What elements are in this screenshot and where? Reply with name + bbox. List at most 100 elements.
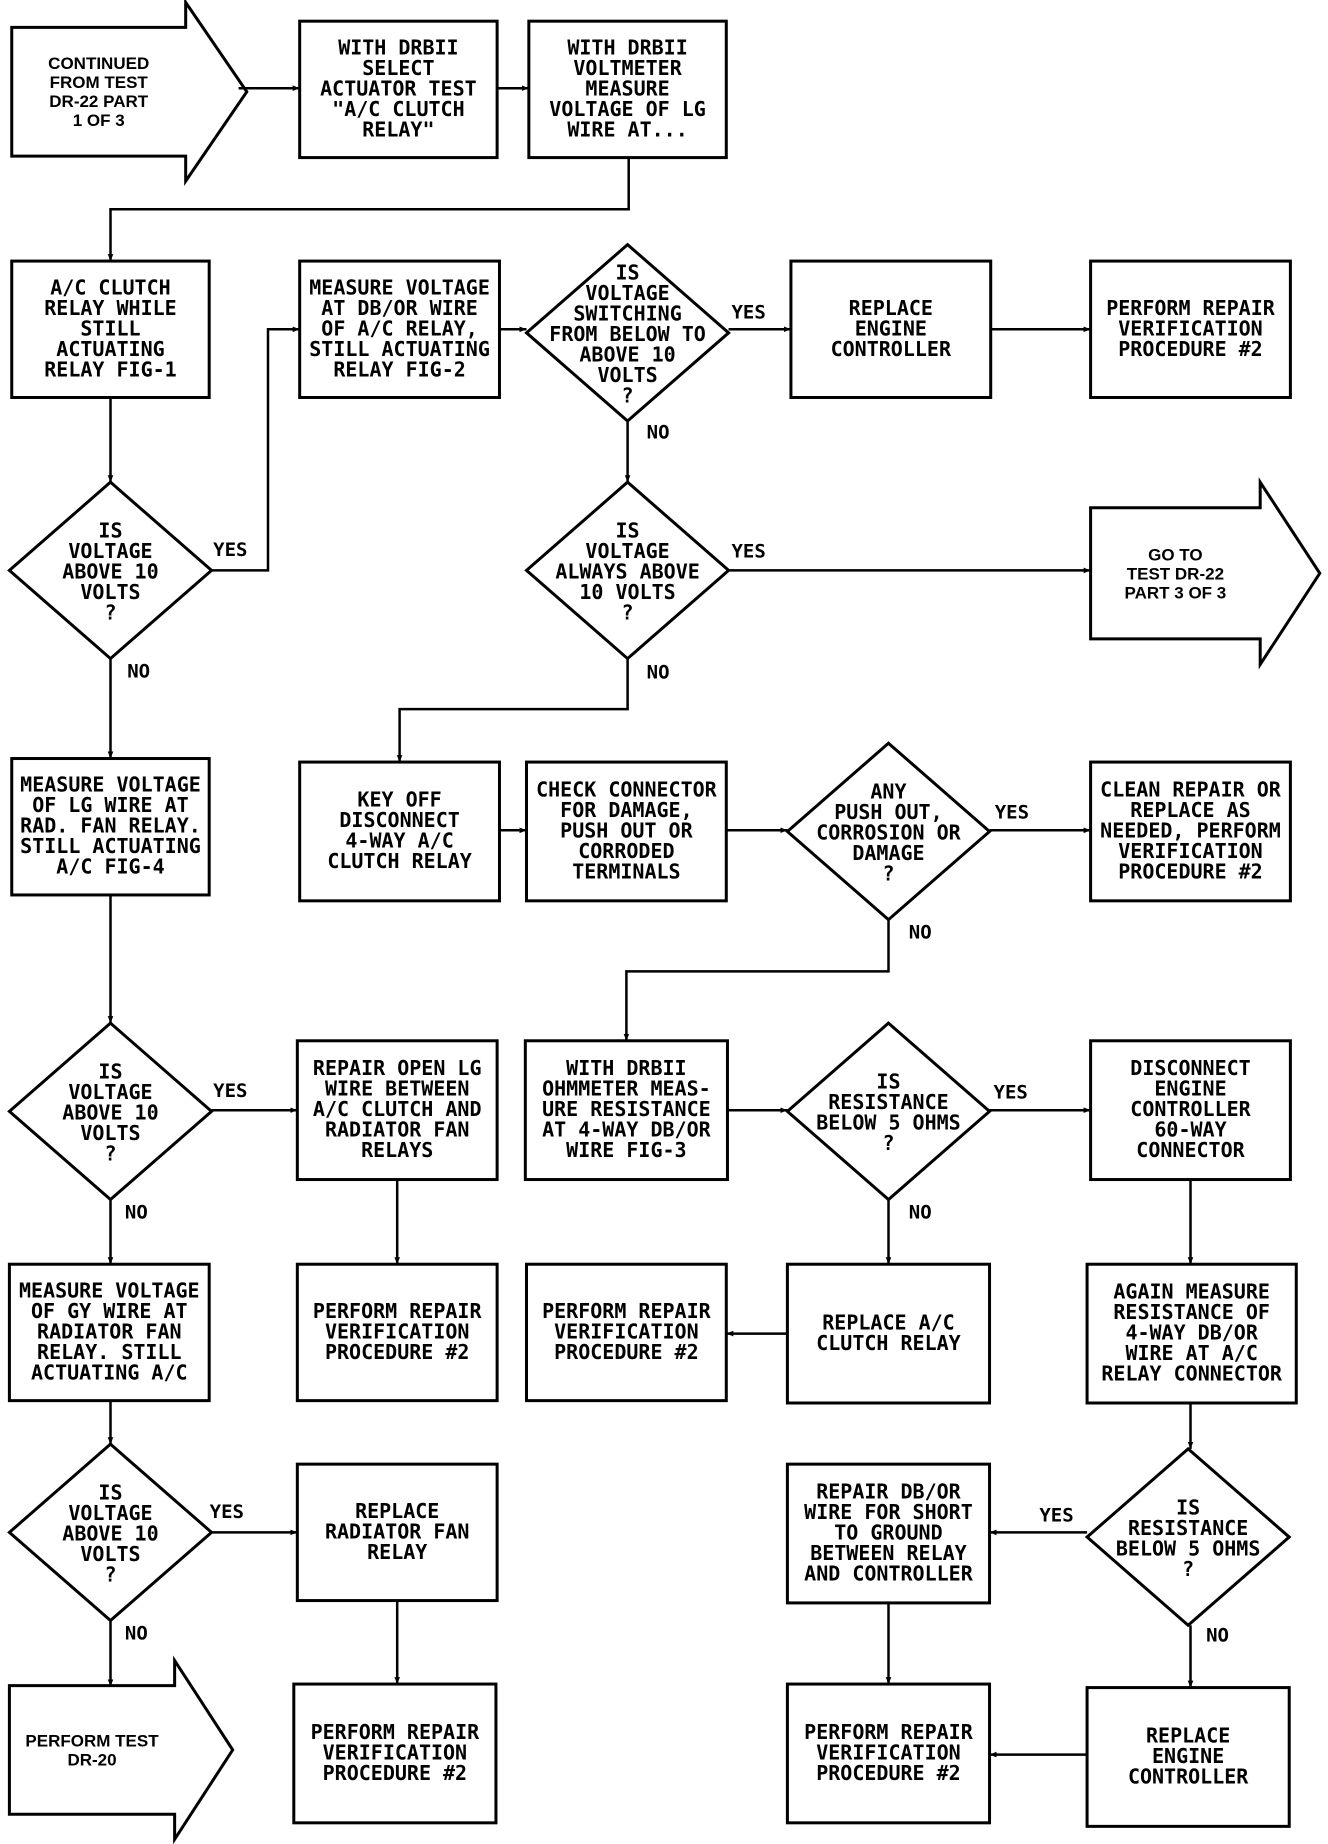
- repair-db-or-short-line: TO GROUND: [834, 1521, 942, 1545]
- key-off-line: CLUTCH RELAY: [327, 849, 472, 873]
- measure-lg-voltage-line: WITH DRBII: [567, 35, 687, 59]
- repair-db-or-short-line: BETWEEN RELAY: [810, 1541, 967, 1565]
- replace-controller-2-outline: [1085, 1686, 1291, 1828]
- repair-verif-4-line: PROCEDURE #2: [323, 1761, 468, 1785]
- replace-controller-1-line: REPLACE: [849, 296, 933, 320]
- repair-db-or-short-line: AND CONTROLLER: [804, 1562, 974, 1586]
- edge-label-no: NO: [909, 921, 932, 943]
- repair-open-lg-line: WIRE BETWEEN: [325, 1077, 470, 1101]
- is-switching-line: VOLTS: [597, 363, 657, 387]
- is-above-10-c-line: VOLTS: [80, 1542, 140, 1566]
- is-resistance-1-line: IS: [876, 1070, 900, 1094]
- repair-verif-2-line: PROCEDURE #2: [325, 1340, 470, 1364]
- is-above-10-b-line: IS: [98, 1059, 122, 1083]
- disconnect-60way-line: CONTROLLER: [1130, 1097, 1251, 1121]
- clean-repair-line: REPLACE AS: [1130, 798, 1250, 822]
- measure-rad-fan-line: RAD. FAN RELAY.: [20, 814, 201, 838]
- perform-dr20-line: DR-20: [67, 1750, 116, 1769]
- is-switching-line: ABOVE 10: [579, 342, 675, 366]
- disconnect-60way-line: DISCONNECT: [1130, 1056, 1250, 1080]
- any-push-out-line: CORROSION OR: [816, 820, 961, 844]
- is-always-above-line: 10 VOLTS: [579, 580, 675, 604]
- is-resistance-2-line: RESISTANCE: [1128, 1516, 1248, 1540]
- replace-rad-fan-outline: [295, 1462, 499, 1603]
- is-resistance-2-outline: [1084, 1446, 1292, 1628]
- repair-verif-3-line: VERIFICATION: [554, 1319, 699, 1343]
- ac-clutch-relay-line: RELAY FIG-1: [44, 357, 176, 381]
- again-measure-line: RELAY CONNECTOR: [1101, 1362, 1283, 1386]
- measure-db-or-line: OF A/C RELAY,: [321, 316, 478, 340]
- measure-lg-voltage-line: VOLTAGE OF LG: [549, 97, 706, 121]
- is-above-10-c-line: ABOVE 10: [62, 1521, 158, 1545]
- is-switching-line: VOLTAGE: [585, 281, 669, 305]
- replace-controller-2-line: CONTROLLER: [1128, 1764, 1249, 1788]
- disconnect-60way-box: DISCONNECTENGINECONTROLLER60-WAYCONNECTO…: [1089, 1039, 1292, 1182]
- measure-db-or-line: RELAY FIG-2: [333, 357, 465, 381]
- repair-verif-4-line: VERIFICATION: [323, 1740, 468, 1764]
- disconnect-60way-line: 60-WAY: [1154, 1118, 1226, 1142]
- clean-repair-line: CLEAN REPAIR OR: [1100, 777, 1282, 801]
- edge-label-yes: YES: [731, 540, 765, 562]
- replace-controller-1-line: CONTROLLER: [831, 337, 952, 361]
- start-line: 1 OF 3: [73, 111, 125, 130]
- measure-gy-line: MEASURE VOLTAGE: [19, 1278, 200, 1302]
- is-above-10-c-line: ?: [104, 1562, 116, 1586]
- is-resistance-2-line: BELOW 5 OHMS: [1116, 1536, 1261, 1560]
- key-off-line: 4-WAY A/C: [345, 829, 453, 853]
- is-switching-line: IS: [616, 260, 640, 284]
- is-resistance-1-line: BELOW 5 OHMS: [816, 1111, 961, 1135]
- clean-repair-line: PROCEDURE #2: [1118, 859, 1263, 883]
- is-resistance-2-line: IS: [1176, 1495, 1200, 1519]
- is-above-10-a-line: IS: [98, 518, 122, 542]
- goto-part3-line: PART 3 OF 3: [1125, 583, 1227, 602]
- repair-verif-1-outline: [1089, 259, 1292, 399]
- clean-repair-line: VERIFICATION: [1118, 839, 1263, 863]
- perform-dr20-outline: [7, 1655, 235, 1844]
- is-above-10-a-line: ?: [104, 600, 116, 624]
- start-outline: [10, 0, 249, 186]
- is-switching-line: ?: [622, 383, 634, 407]
- edge-label-yes: YES: [995, 801, 1029, 823]
- goto-part3-outline: [1089, 477, 1322, 670]
- select-actuator-line: "A/C CLUTCH: [332, 97, 464, 121]
- measure-rad-fan-line: OF LG WIRE AT: [32, 793, 189, 817]
- is-always-above-line: ALWAYS ABOVE: [555, 559, 700, 583]
- is-above-10-a-line: ABOVE 10: [62, 559, 158, 583]
- disconnect-60way-line: CONNECTOR: [1136, 1138, 1245, 1162]
- check-connector-line: CORRODED: [578, 839, 674, 863]
- is-always-above-line: ?: [622, 600, 634, 624]
- measure-rad-fan-line: A/C FIG-4: [56, 855, 164, 879]
- flow-arrow: [107, 157, 630, 262]
- start-line: CONTINUED: [48, 54, 149, 73]
- measure-rad-fan-outline: [10, 757, 211, 897]
- measure-rad-fan-line: STILL ACTUATING: [20, 834, 201, 858]
- repair-verif-2-line: VERIFICATION: [325, 1319, 470, 1343]
- replace-rad-fan-line: REPLACE: [355, 1499, 439, 1523]
- is-above-10-c-outline: [7, 1442, 214, 1623]
- again-measure-line: 4-WAY DB/OR: [1125, 1321, 1258, 1345]
- flow-arrow: [211, 326, 300, 572]
- edge-label-yes: YES: [213, 539, 247, 561]
- is-always-above-line: VOLTAGE: [585, 539, 669, 563]
- check-connector-outline: [524, 760, 728, 903]
- measure-gy-line: RADIATOR FAN: [37, 1319, 182, 1343]
- replace-clutch-relay-line: REPLACE A/C: [822, 1310, 954, 1334]
- measure-gy-line: RELAY. STILL: [37, 1340, 182, 1364]
- measure-db-or-line: STILL ACTUATING: [309, 337, 490, 361]
- edge-label-yes: YES: [994, 1081, 1028, 1103]
- any-push-out-line: DAMAGE: [852, 841, 924, 865]
- ac-clutch-relay-outline: [10, 259, 211, 399]
- replace-clutch-relay-outline: [785, 1262, 992, 1405]
